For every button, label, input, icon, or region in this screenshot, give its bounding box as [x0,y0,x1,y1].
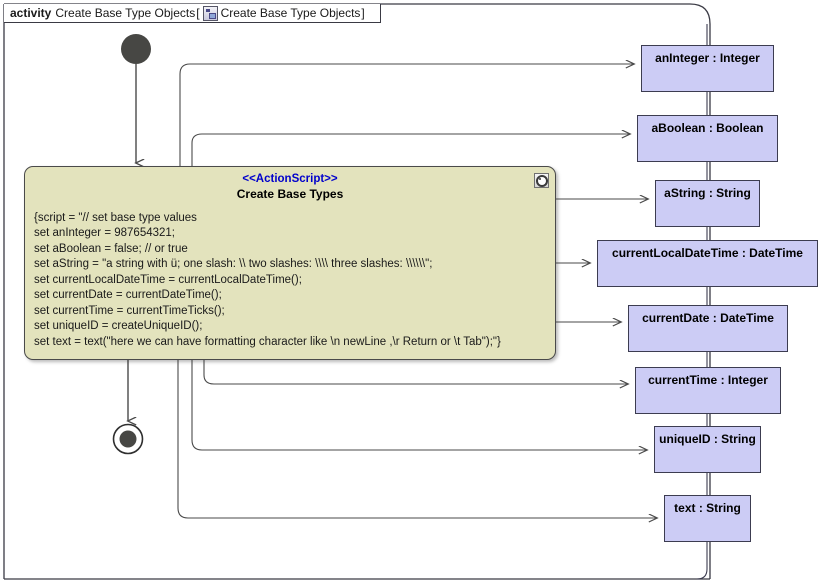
object-node[interactable]: text : String [664,495,751,542]
action-body-line: set text = text("here we can have format… [34,335,501,348]
action-body-line: set uniqueID = createUniqueID(); [34,320,203,333]
action-body-line: set aString = "a string with ü; one slas… [34,258,433,271]
frame-bracket-close: ] [361,6,365,20]
object-node[interactable]: aString : String [655,180,760,227]
frame-keyword: activity [10,6,52,20]
object-flow-aboolean [191,134,630,168]
action-node-create-base-types[interactable]: <<ActionScript>> Create Base Types {scri… [24,166,556,360]
action-script-icon[interactable] [534,173,549,188]
action-body-line: set aBoolean = false; // or true [34,242,188,255]
action-body-line: set anInteger = 987654321; [34,227,175,240]
action-body-line: set currentDate = currentDateTime(); [34,289,222,302]
frame-diagram-name: Create Base Type Objects [220,6,361,20]
frame-name: Create Base Type Objects [55,6,196,20]
object-node[interactable]: anInteger : Integer [641,45,774,92]
action-body-line: {script = "// set base type values [34,211,197,224]
object-flow-currenttime [203,360,628,384]
object-node[interactable]: aBoolean : Boolean [637,115,778,162]
action-title: Create Base Types [236,187,344,202]
object-node[interactable]: currentTime : Integer [635,367,781,414]
action-body-line: set currentLocalDateTime = currentLocalD… [34,273,302,286]
object-node-chain [696,24,708,580]
frame-bracket-open: [ [196,6,200,20]
object-flow-text [177,360,657,518]
initial-node [121,34,151,64]
object-flow-uniqueid [191,360,647,450]
object-node[interactable]: uniqueID : String [654,426,761,473]
action-stereotype: <<ActionScript>> [242,173,338,185]
object-flow-aninteger [179,64,634,168]
activity-final-node [112,423,144,455]
action-body: {script = "// set base type values set an… [34,211,555,351]
activity-diagram-icon [202,5,218,21]
activity-frame-border [3,3,711,580]
action-body-line: set currentTime = currentTimeTicks(); [34,304,225,317]
object-node[interactable]: currentDate : DateTime [628,305,788,352]
object-node[interactable]: currentLocalDateTime : DateTime [597,240,818,287]
frame-label: activity Create Base Type Objects [ Crea… [4,4,381,23]
